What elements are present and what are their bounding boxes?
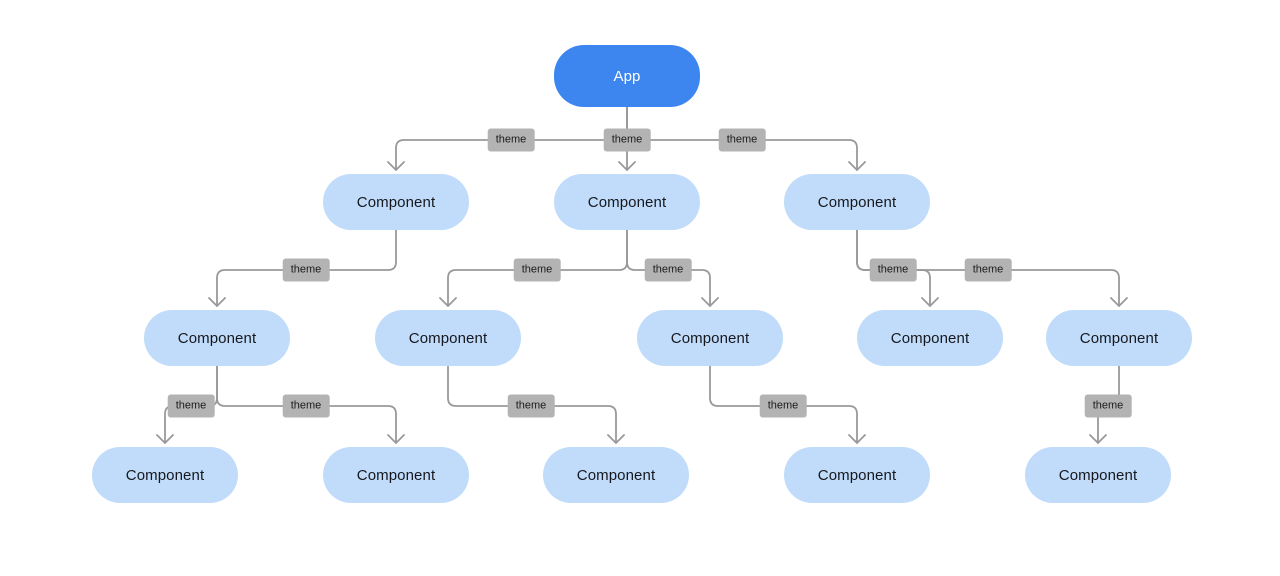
diagram-node-component[interactable]: Component (144, 310, 290, 366)
edge-label: theme (718, 128, 766, 152)
diagram-node-component[interactable]: Component (323, 174, 469, 230)
edge-label: theme (487, 128, 535, 152)
arrowhead-down-icon (607, 434, 625, 445)
arrowhead-down-icon (618, 161, 636, 172)
edge-label: theme (759, 394, 807, 418)
arrowhead-down-icon (921, 297, 939, 308)
edge-label: theme (167, 394, 215, 418)
edge-label: theme (507, 394, 555, 418)
diagram-node-app[interactable]: App (554, 45, 700, 107)
arrowhead-down-icon (208, 297, 226, 308)
diagram-node-component[interactable]: Component (1046, 310, 1192, 366)
diagram-node-component[interactable]: Component (323, 447, 469, 503)
diagram-node-component[interactable]: Component (784, 174, 930, 230)
edge-label: theme (603, 128, 651, 152)
edge-label: theme (869, 258, 917, 282)
edge-label: theme (282, 394, 330, 418)
diagram-node-component[interactable]: Component (637, 310, 783, 366)
arrowhead-down-icon (701, 297, 719, 308)
arrowhead-down-icon (1110, 297, 1128, 308)
arrowhead-down-icon (439, 297, 457, 308)
diagram-node-component[interactable]: Component (784, 447, 930, 503)
diagram-node-component[interactable]: Component (554, 174, 700, 230)
diagram-node-component[interactable]: Component (375, 310, 521, 366)
edge-label: theme (964, 258, 1012, 282)
edge-label: theme (513, 258, 561, 282)
arrowhead-down-icon (848, 161, 866, 172)
diagram-node-component[interactable]: Component (857, 310, 1003, 366)
arrowhead-down-icon (1089, 434, 1107, 445)
arrowhead-down-icon (848, 434, 866, 445)
edge-label: theme (1084, 394, 1132, 418)
diagram-node-component[interactable]: Component (92, 447, 238, 503)
arrowhead-down-icon (387, 434, 405, 445)
diagram-node-component[interactable]: Component (543, 447, 689, 503)
arrowhead-down-icon (387, 161, 405, 172)
edge-label: theme (282, 258, 330, 282)
diagram-node-component[interactable]: Component (1025, 447, 1171, 503)
arrowhead-down-icon (156, 434, 174, 445)
edge-label: theme (644, 258, 692, 282)
